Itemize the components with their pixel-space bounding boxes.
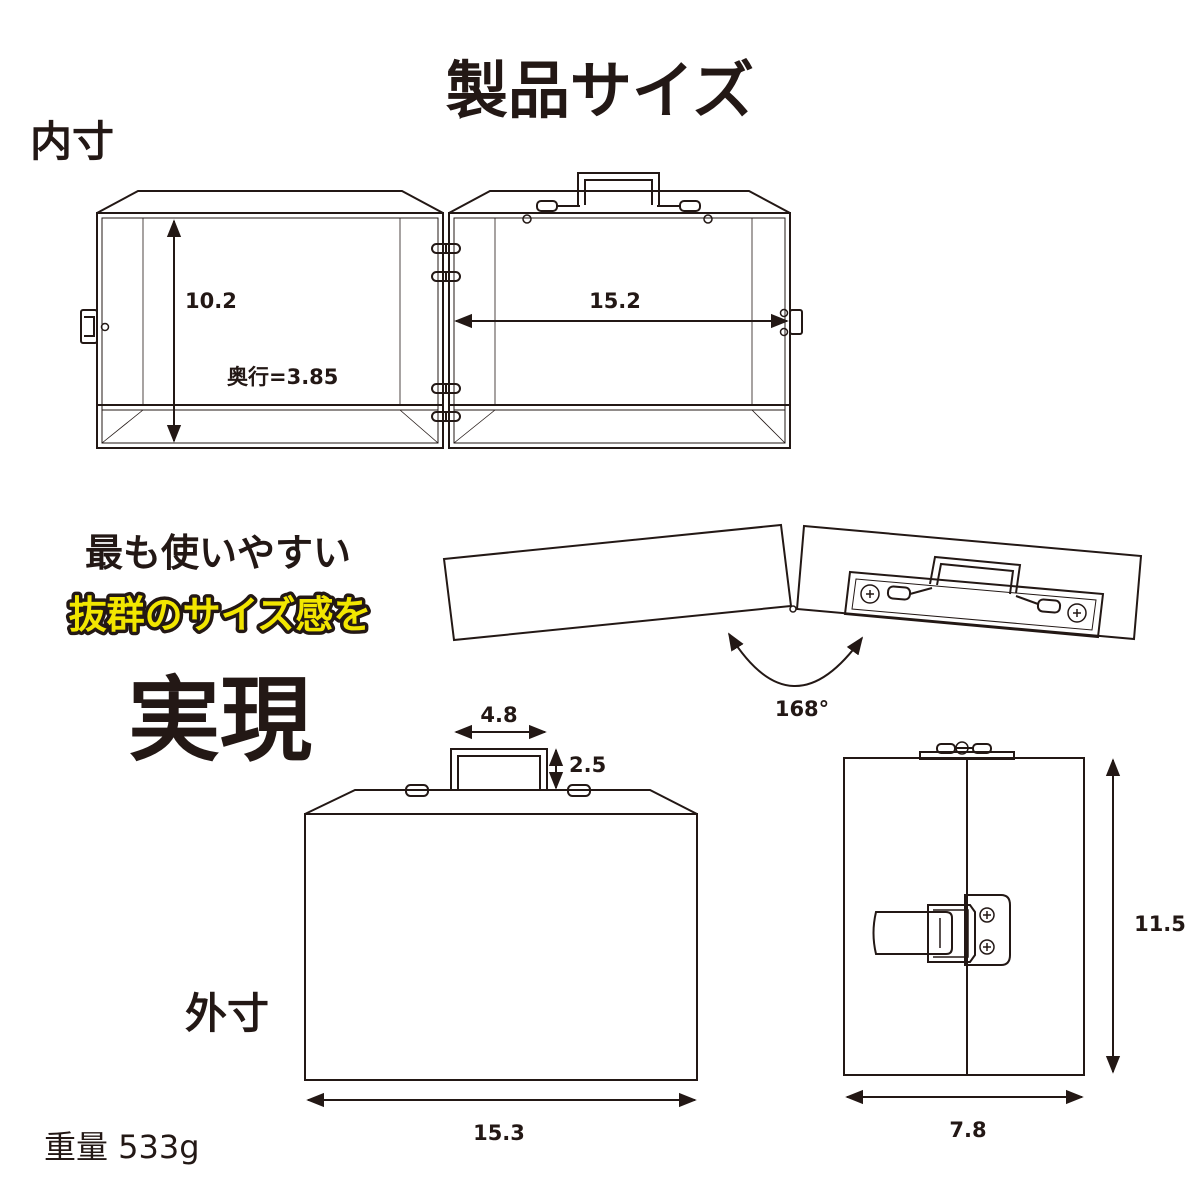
inner-section-label: 内寸 (30, 117, 114, 166)
inner-depth-label: 奥行=3.85 (227, 365, 338, 389)
carry-handle (536, 172, 701, 212)
tagline-line2: 抜群のサイズ感を (69, 593, 372, 637)
inner-right-half (448, 172, 803, 449)
outer-depth-label: 7.8 (949, 1118, 986, 1142)
outer-section-label: 外寸 (185, 989, 269, 1038)
opening-angle-label: 168° (775, 697, 829, 721)
tagline-line3: 実現 (128, 667, 312, 774)
outer-width-label: 15.3 (473, 1121, 525, 1145)
inner-width-label: 15.2 (589, 289, 641, 313)
page-title: 製品サイズ (446, 54, 754, 127)
outer-height-label: 11.5 (1134, 912, 1186, 936)
inner-open-case (80, 172, 803, 449)
latch (872, 894, 1011, 966)
outer-front-view (304, 748, 698, 1081)
weight-label: 重量 533g (44, 1128, 200, 1166)
outer-side-view (843, 741, 1085, 1076)
hinges (431, 243, 461, 422)
opened-case-view (442, 523, 1143, 642)
opening-angle-arc (728, 632, 864, 687)
handle-width-label: 4.8 (480, 703, 517, 727)
inner-left-half (80, 190, 444, 449)
handle-height-label: 2.5 (569, 753, 606, 777)
tagline-line1: 最も使いやすい (85, 531, 351, 575)
inner-height-label: 10.2 (185, 289, 237, 313)
